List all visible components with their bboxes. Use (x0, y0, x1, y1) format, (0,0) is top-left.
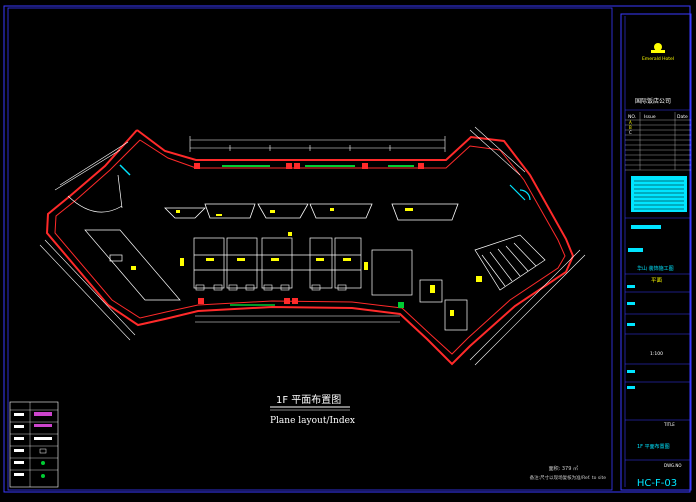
mini-bar-1 (627, 285, 635, 288)
legend-box (9, 401, 59, 488)
rev-header-date: Date (677, 114, 688, 120)
logo-text: Emerald Hotel (642, 56, 674, 62)
green-marker (398, 302, 404, 308)
chairs (195, 284, 347, 291)
exterior-wall (45, 129, 575, 366)
bottom-note-ref: 备注:尺寸以现场复核为准/Ref. to site (530, 474, 607, 481)
stair-core (371, 234, 546, 331)
left-room (67, 174, 181, 301)
columns (194, 163, 424, 304)
notes-lines (634, 180, 684, 210)
bottom-note-area: 面积: 379 ㎡ (549, 465, 578, 472)
mini-bar-4 (627, 370, 635, 373)
table-grid (193, 237, 362, 289)
rev-header-issue: Issue (644, 114, 656, 120)
floor-plan (39, 126, 586, 366)
dimension-top (189, 136, 446, 323)
notes-block (631, 176, 687, 212)
drawing-title-cn: 1F 平面布置图 (276, 394, 341, 406)
left-door-cyan (119, 164, 131, 176)
scale-value: 1:100 (650, 351, 663, 357)
project-title: 1F 平面布置图 (637, 443, 670, 450)
interior-wall-line (54, 139, 566, 355)
label-title: TITLE (663, 422, 675, 427)
mini-bar-5 (627, 386, 635, 389)
sheet-border (3, 5, 691, 493)
design-label: 平面 (651, 277, 663, 284)
drawing-title-en: Plane layout/Index (270, 416, 355, 426)
dimension-left (39, 141, 136, 341)
mini-bar-2 (627, 302, 635, 305)
right-doors (509, 184, 531, 201)
title-block: Emerald Hotel 国际饭店公司 NO. Issue Date A B … (620, 13, 692, 491)
drawing-number: HC-F-03 (637, 478, 677, 489)
logo (651, 43, 665, 53)
project-bar (628, 248, 643, 252)
region-label: 华山 装饰施工图 (637, 265, 674, 272)
company-name: 国际饭店公司 (635, 97, 671, 105)
rev-row-c: C (629, 130, 632, 135)
counter-highlights (176, 208, 413, 216)
rev-grid (625, 112, 691, 171)
rev-header-no: NO. (628, 114, 636, 120)
table-markers (180, 232, 368, 270)
display-counters (164, 203, 459, 221)
left-marker (131, 266, 136, 270)
core-markers (430, 276, 482, 316)
inner-frame (7, 7, 613, 491)
dimension-right (469, 126, 586, 366)
region-bar (631, 225, 661, 229)
rev-row-b: B (629, 125, 632, 130)
rev-row-a: A (629, 120, 632, 125)
mini-bar-3 (627, 323, 635, 326)
label-dwg-no: DWG.NO (664, 463, 682, 468)
